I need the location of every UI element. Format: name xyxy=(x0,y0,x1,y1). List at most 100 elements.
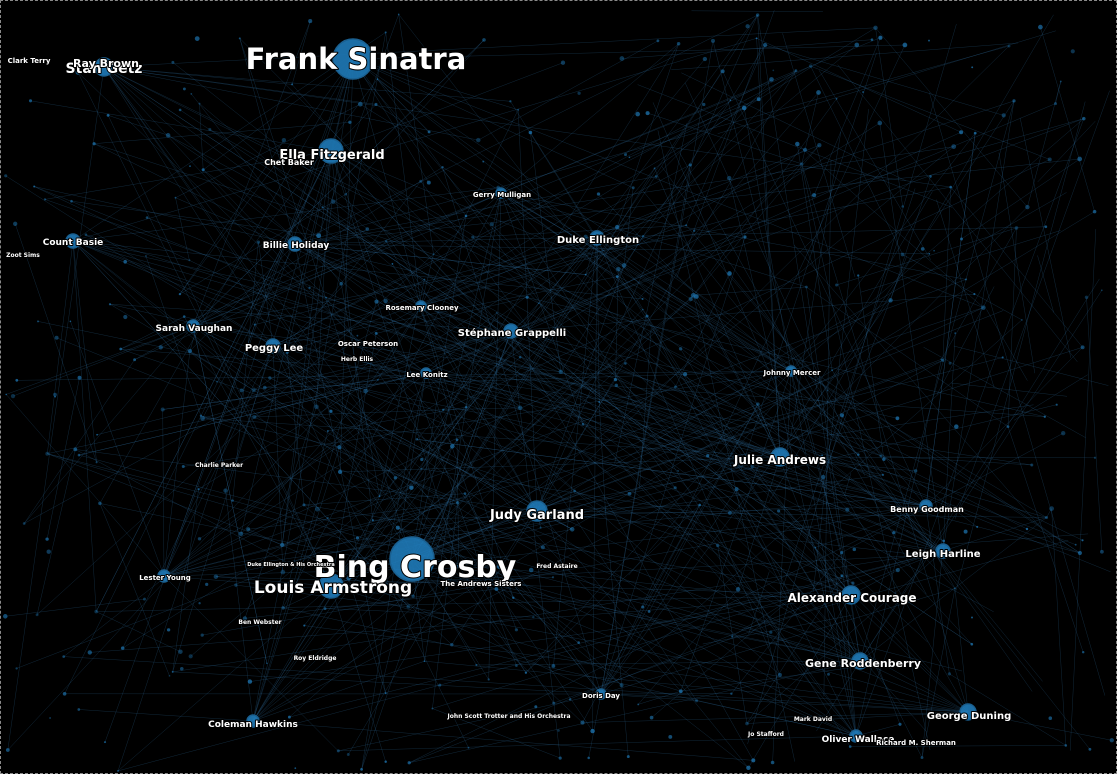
minor-node xyxy=(253,323,256,326)
label-sarah-vaughan[interactable]: Sarah Vaughan xyxy=(155,323,234,335)
minor-node xyxy=(762,42,768,48)
label-george-duning[interactable]: George Duning xyxy=(926,710,1012,723)
label-charlie-parker[interactable]: Charlie Parker xyxy=(194,461,244,470)
label-lester-young[interactable]: Lester Young xyxy=(138,573,192,583)
node-duke-ellington[interactable] xyxy=(589,230,605,246)
node-leigh-harline[interactable] xyxy=(935,543,951,559)
label-julie-andrews[interactable]: Julie Andrews xyxy=(732,452,827,468)
node-ella-fitzgerald[interactable] xyxy=(318,138,344,164)
minor-node xyxy=(476,137,481,143)
minor-node xyxy=(423,278,426,281)
label-chet-baker[interactable]: Chet Baker xyxy=(263,157,315,168)
node-frank-sinatra[interactable] xyxy=(332,38,374,80)
node-bing-crosby[interactable] xyxy=(389,536,435,582)
node-benny-goodman[interactable] xyxy=(919,499,933,513)
label-bing-crosby[interactable]: Bing Crosby xyxy=(313,549,518,586)
label-oscar-peterson[interactable]: Oscar Peterson xyxy=(337,339,399,349)
label-louis-armstrong[interactable]: Louis Armstrong xyxy=(253,577,413,599)
label-gene-roddenberry[interactable]: Gene Roddenberry xyxy=(804,656,922,671)
label-ella-fitzgerald[interactable]: Ella Fitzgerald xyxy=(278,147,385,164)
node-layer[interactable] xyxy=(65,38,977,743)
label-mark-david[interactable]: Mark David xyxy=(793,715,833,724)
node-peggy-lee[interactable] xyxy=(265,338,281,354)
minor-node xyxy=(190,93,193,95)
label-lee-konitz[interactable]: Lee Konitz xyxy=(405,370,448,380)
minor-node xyxy=(144,255,147,257)
node-johnny-mercer[interactable] xyxy=(785,365,797,377)
label-herb-ellis[interactable]: Herb Ellis xyxy=(340,355,375,364)
label-rosemary-clooney[interactable]: Rosemary Clooney xyxy=(384,303,459,313)
minor-node xyxy=(641,308,644,311)
minor-node xyxy=(178,108,182,112)
label-frank-sinatra[interactable]: Frank Sinatra xyxy=(245,41,468,77)
label-gerry-mulligan[interactable]: Gerry Mulligan xyxy=(472,190,532,200)
label-stephane-grappelli[interactable]: Stéphane Grappelli xyxy=(457,326,567,340)
node-george-duning[interactable] xyxy=(959,703,977,721)
label-ben-webster[interactable]: Ben Webster xyxy=(237,618,282,627)
node-alexander-courage[interactable] xyxy=(841,585,861,605)
label-ray-brown[interactable]: Ray Brown xyxy=(72,56,140,71)
label-johnny-mercer[interactable]: Johnny Mercer xyxy=(762,368,822,378)
label-judy-garland[interactable]: Judy Garland xyxy=(488,507,585,524)
node-oliver-wallace[interactable] xyxy=(849,729,863,743)
label-zoot-sims[interactable]: Zoot Sims xyxy=(5,251,41,260)
label-billie-holiday[interactable]: Billie Holiday xyxy=(262,240,331,252)
label-count-basie[interactable]: Count Basie xyxy=(42,237,105,249)
minor-node xyxy=(532,615,535,619)
node-stephane-grappelli[interactable] xyxy=(503,323,519,339)
node-louis-armstrong[interactable] xyxy=(318,573,344,599)
minor-node xyxy=(94,609,98,614)
node-gerry-mulligan[interactable] xyxy=(495,187,507,199)
minor-node xyxy=(898,722,902,726)
label-stan-getz[interactable]: Stan Getz xyxy=(65,60,144,78)
label-duke-ellington-orch[interactable]: Duke Ellington & His Orchestra xyxy=(246,561,335,569)
node-stan-getz[interactable] xyxy=(94,57,114,77)
label-benny-goodman[interactable]: Benny Goodman xyxy=(889,504,965,515)
node-lee-konitz[interactable] xyxy=(420,367,432,379)
minor-node xyxy=(688,296,693,302)
label-peggy-lee[interactable]: Peggy Lee xyxy=(244,342,305,355)
minor-node xyxy=(862,91,865,94)
node-billie-holiday[interactable] xyxy=(287,236,303,252)
node-judy-garland[interactable] xyxy=(526,500,548,522)
node-coleman-hawkins[interactable] xyxy=(246,714,260,728)
label-alexander-courage[interactable]: Alexander Courage xyxy=(786,590,917,606)
node-julie-andrews[interactable] xyxy=(770,447,790,467)
minor-node xyxy=(1055,403,1058,406)
label-doris-day[interactable]: Doris Day xyxy=(581,691,621,701)
minor-node xyxy=(321,206,324,209)
minor-node xyxy=(123,314,128,320)
label-duke-ellington[interactable]: Duke Ellington xyxy=(556,234,640,247)
minor-node xyxy=(98,501,102,506)
label-clark-terry[interactable]: Clark Terry xyxy=(7,56,52,66)
label-the-andrews-sisters[interactable]: The Andrews Sisters xyxy=(440,579,523,589)
minor-node xyxy=(631,186,635,190)
label-leigh-harline[interactable]: Leigh Harline xyxy=(904,548,981,561)
minor-node xyxy=(1074,543,1077,546)
label-fred-astaire[interactable]: Fred Astaire xyxy=(535,562,578,571)
minor-node xyxy=(291,83,294,86)
minor-node xyxy=(524,671,528,674)
node-count-basie[interactable] xyxy=(65,233,81,249)
label-roy-eldridge[interactable]: Roy Eldridge xyxy=(293,654,338,663)
minor-node xyxy=(200,415,205,421)
node-rosemary-clooney[interactable] xyxy=(415,300,427,312)
node-gene-roddenberry[interactable] xyxy=(851,652,869,670)
label-jo-stafford[interactable]: Jo Stafford xyxy=(746,730,785,739)
label-oliver-wallace[interactable]: Oliver Wallace xyxy=(821,734,896,746)
minor-node xyxy=(178,649,183,654)
label-john-scott-trotter[interactable]: John Scott Trotter and His Orchestra xyxy=(445,712,571,721)
minor-node xyxy=(391,263,394,265)
node-doris-day[interactable] xyxy=(595,688,607,700)
node-sarah-vaughan[interactable] xyxy=(186,319,200,333)
label-coleman-hawkins[interactable]: Coleman Hawkins xyxy=(207,719,299,731)
minor-node xyxy=(346,753,350,756)
minor-node xyxy=(326,430,329,432)
minor-node xyxy=(1006,425,1010,428)
minor-node xyxy=(182,87,186,91)
minor-node xyxy=(482,160,485,163)
node-lester-young[interactable] xyxy=(157,569,171,583)
label-richard-m-sherman[interactable]: Richard M. Sherman xyxy=(875,738,957,748)
